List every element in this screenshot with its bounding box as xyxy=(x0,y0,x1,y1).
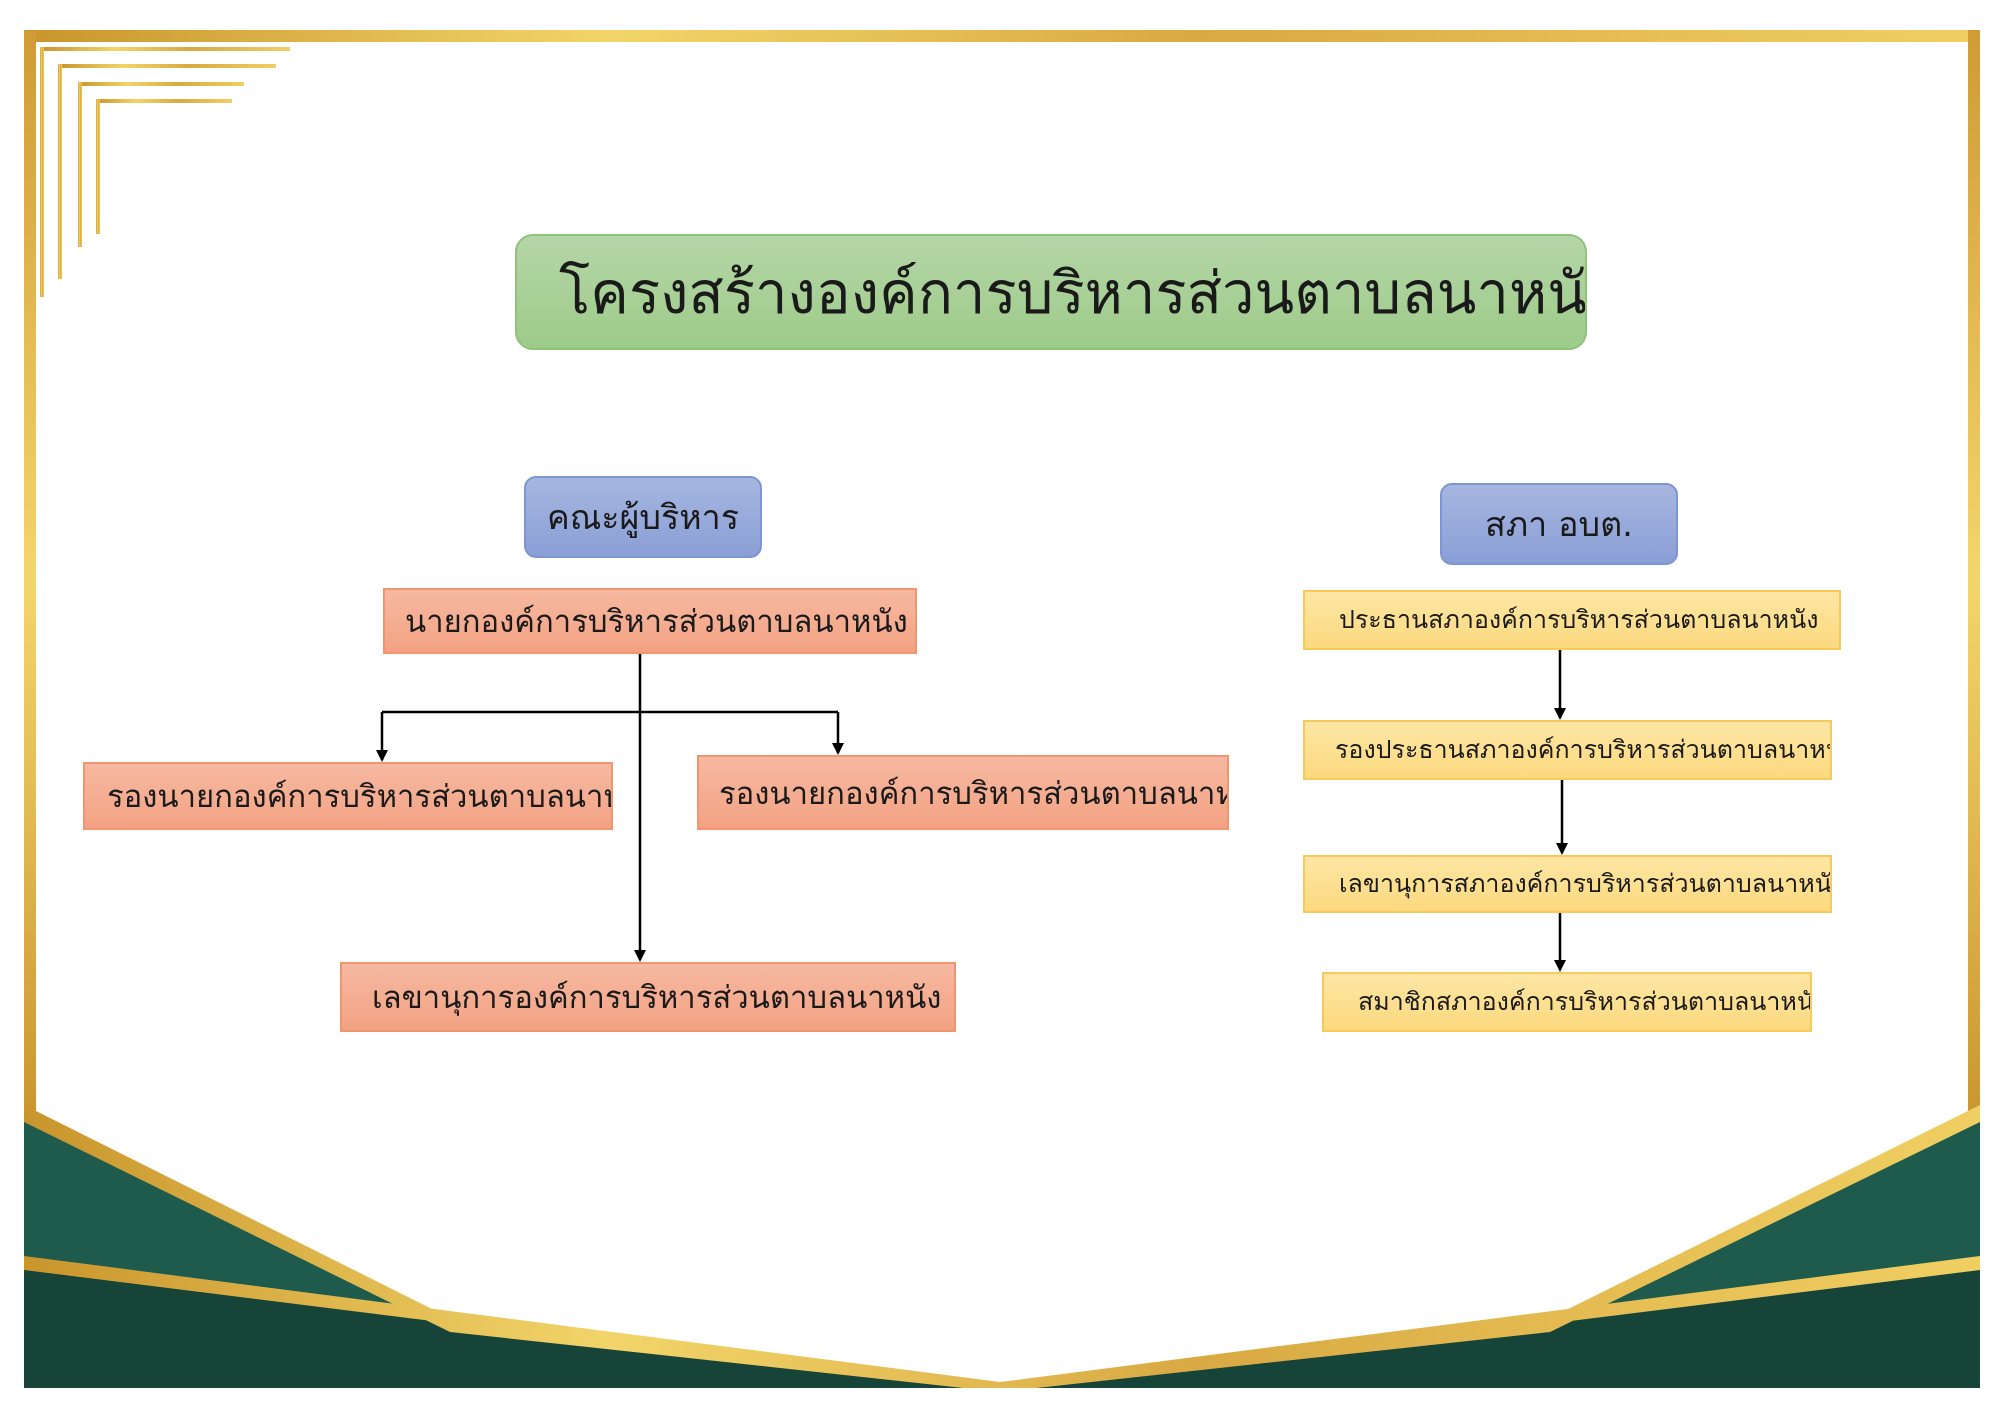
bottom-band xyxy=(24,1105,1980,1414)
corner-ornament xyxy=(40,47,290,297)
executive-secretary-box: เลขานุการองค์การบริหารส่วนตาบลนาหนัง xyxy=(340,962,956,1032)
mayor-box: นายกองค์การบริหารส่วนตาบลนาหนัง xyxy=(383,588,917,654)
executive-header: คณะผู้บริหาร xyxy=(524,476,762,558)
council-vice-chair-box: รองประธานสภาองค์การบริหารส่วนตาบลนาหนัง xyxy=(1303,720,1832,780)
frame-right-border xyxy=(1968,30,1980,1130)
council-header: สภา อบต. xyxy=(1440,483,1678,565)
deputy-mayor-right-box: รองนายกองค์การบริหารส่วนตาบลนาหนัง xyxy=(697,755,1229,830)
page-title: โครงสร้างองค์การบริหารส่วนตาบลนาหนัง xyxy=(515,234,1587,350)
frame-left-border xyxy=(24,30,36,1130)
council-secretary-box: เลขานุการสภาองค์การบริหารส่วนตาบลนาหนัง xyxy=(1303,855,1832,913)
council-member-box: สมาชิกสภาองค์การบริหารส่วนตาบลนาหนัง xyxy=(1322,972,1812,1032)
deputy-mayor-left-box: รองนายกองค์การบริหารส่วนตาบลนาหนัง xyxy=(83,762,613,830)
council-chair-box: ประธานสภาองค์การบริหารส่วนตาบลนาหนัง xyxy=(1303,590,1841,650)
frame-top-border xyxy=(24,30,1980,42)
